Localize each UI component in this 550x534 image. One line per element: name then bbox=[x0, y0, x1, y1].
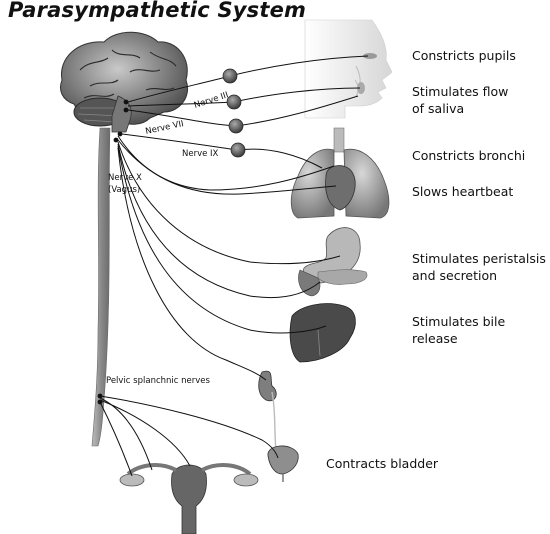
pancreas bbox=[317, 269, 368, 285]
effect-saliva-line1: Stimulates flow bbox=[412, 84, 509, 99]
effect-bile-line1: Stimulates bile bbox=[412, 314, 506, 329]
stomach-illustration bbox=[298, 227, 368, 297]
submandibular-ganglion bbox=[228, 118, 244, 134]
effect-saliva-line2: of saliva bbox=[412, 101, 465, 116]
reproductive-illustration bbox=[119, 463, 259, 534]
heart bbox=[325, 165, 356, 211]
effect-peristalsis-line1: Stimulates peristalsis bbox=[412, 251, 546, 266]
effect-bladder: Contracts bladder bbox=[326, 455, 438, 472]
effect-bile: Stimulates bile release bbox=[412, 313, 505, 347]
salivary-gland-icon bbox=[357, 82, 365, 94]
kidney-illustration bbox=[258, 370, 277, 402]
effect-heart-line1: Slows heartbeat bbox=[412, 184, 514, 199]
left-ovary bbox=[119, 473, 145, 487]
brainstem bbox=[111, 95, 132, 133]
effect-bile-line2: release bbox=[412, 331, 458, 346]
right-lung bbox=[343, 148, 390, 219]
spinal-cord bbox=[91, 127, 111, 447]
effect-bronchi-line1: Constricts bronchi bbox=[412, 148, 526, 163]
label-vagus: (Vagus) bbox=[108, 185, 140, 195]
eye-icon bbox=[363, 53, 377, 59]
left-lung bbox=[290, 148, 335, 219]
label-pelvic-splanchnic: Pelvic splanchnic nerves bbox=[106, 376, 211, 386]
lungs-heart-illustration bbox=[290, 127, 390, 219]
effect-peristalsis-line2: and secretion bbox=[412, 268, 498, 283]
effect-bronchi: Constricts bronchi bbox=[412, 147, 525, 164]
ciliary-ganglion bbox=[222, 68, 238, 84]
effect-pupils: Constricts pupils bbox=[412, 47, 516, 64]
effect-peristalsis: Stimulates peristalsis and secretion bbox=[412, 250, 546, 284]
trachea bbox=[333, 127, 345, 153]
face-illustration bbox=[304, 19, 393, 119]
effect-bladder-line1: Contracts bladder bbox=[326, 456, 439, 471]
effect-heart: Slows heartbeat bbox=[412, 183, 513, 200]
label-nerve-x: Nerve X bbox=[108, 173, 142, 183]
effect-pupils-line1: Constricts pupils bbox=[412, 48, 516, 63]
diagram-title: Parasympathetic System bbox=[8, 0, 307, 22]
nerve-pathways bbox=[99, 55, 369, 477]
label-nerve-vii: Nerve VII bbox=[145, 119, 185, 137]
effect-saliva: Stimulates flow of saliva bbox=[412, 83, 508, 117]
pterygopalatine-ganglion bbox=[226, 94, 242, 110]
right-ovary bbox=[233, 473, 259, 487]
liver-illustration bbox=[289, 303, 356, 363]
bladder-illustration bbox=[267, 445, 299, 475]
label-nerve-iii: Nerve III bbox=[193, 90, 230, 111]
ganglia bbox=[222, 68, 246, 158]
brain-illustration bbox=[60, 31, 188, 133]
label-nerve-ix: Nerve IX bbox=[182, 149, 219, 159]
otic-ganglion bbox=[230, 142, 246, 158]
